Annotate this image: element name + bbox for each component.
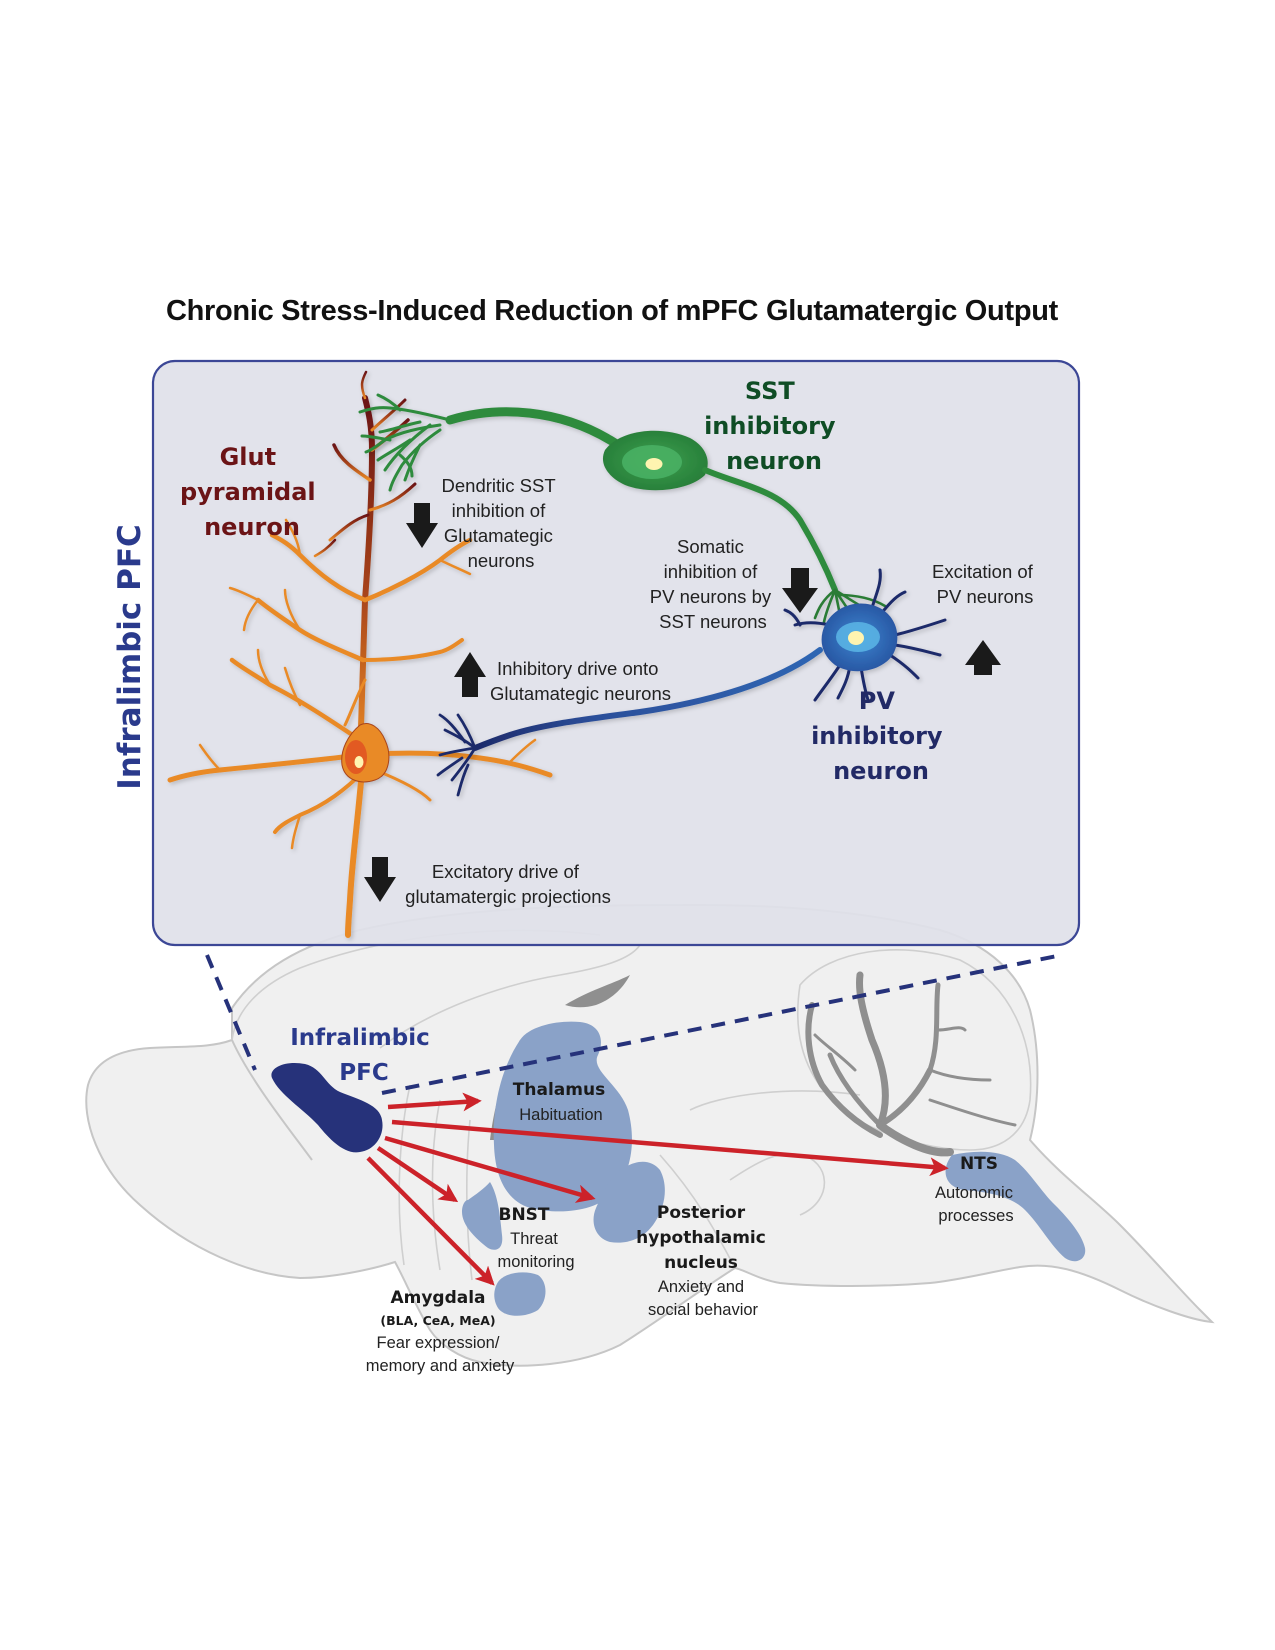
annotation-excitation-pv: Excitation of PV neurons bbox=[932, 561, 1038, 675]
glut-neuron-label: Glut pyramidal neuron bbox=[180, 443, 324, 541]
brain-outline bbox=[85, 903, 1215, 1367]
pv-nucleolus bbox=[848, 631, 864, 645]
projection-to-thalamus bbox=[387, 1092, 482, 1112]
glut-nucleolus bbox=[354, 756, 364, 768]
pv-inhibitory-neuron bbox=[436, 568, 947, 797]
nts-region bbox=[945, 1151, 1086, 1262]
bnst-label: BNST Threat monitoring bbox=[497, 1205, 574, 1271]
amygdala-label: Amygdala (BLA, CeA, MeA) Fear expression… bbox=[366, 1288, 515, 1375]
arrow-up-icon bbox=[454, 652, 486, 697]
svg-text:Excitatory drive of gl: Excitatory drive of glutamatergic projec… bbox=[405, 861, 611, 907]
svg-text:Somatic inhibition of: Somatic inhibition of PV neurons by SST … bbox=[650, 536, 777, 632]
sagittal-brain: Infralimbic PFC Thalamus Habituation NTS… bbox=[85, 903, 1215, 1375]
ilpfc-label: Infralimbic PFC bbox=[290, 1025, 438, 1086]
infralimbic-pfc-region bbox=[271, 1062, 383, 1153]
sst-neuron-label: SST inhibitory neuron bbox=[704, 377, 844, 475]
amygdala-region bbox=[494, 1272, 546, 1316]
projection-to-amygdala bbox=[366, 1156, 495, 1286]
arrow-up-icon bbox=[965, 640, 1001, 675]
annotation-dendritic-sst: Dendritic SST inhibition of Glutamategic… bbox=[406, 475, 561, 571]
projection-to-bnst bbox=[376, 1146, 459, 1203]
svg-text:Excitation of PV neuro: Excitation of PV neurons bbox=[932, 561, 1038, 607]
projection-arrows bbox=[366, 1092, 949, 1286]
panel-background bbox=[151, 359, 1081, 947]
zoom-line-right bbox=[381, 953, 1063, 1095]
pv-neuron-label: PV inhibitory neuron bbox=[811, 687, 951, 785]
arrow-down-icon bbox=[406, 503, 438, 548]
side-label-infralimbic-pfc: Infralimbic PFC bbox=[112, 524, 148, 789]
thalamus-label: Thalamus Habituation bbox=[513, 1080, 609, 1124]
glut-nucleus bbox=[345, 740, 367, 774]
nts-label: NTS Autonomic processes bbox=[935, 1154, 1017, 1225]
sst-nucleolus bbox=[645, 458, 663, 470]
posterior-hypothalamic-region bbox=[593, 1161, 665, 1243]
figure-title: Chronic Stress-Induced Reduction of mPFC… bbox=[166, 295, 1059, 327]
posterior-hypothalamic-label: Posterior hypothalamic nucleus Anxiety a… bbox=[636, 1203, 770, 1319]
arbor-vitae bbox=[805, 971, 1017, 1157]
sst-inhibitory-neuron bbox=[358, 393, 887, 627]
zoom-line-left bbox=[205, 954, 257, 1071]
svg-text:Inhibitory drive onto: Inhibitory drive onto Glutamategic neuro… bbox=[490, 658, 671, 704]
projection-to-nts bbox=[391, 1119, 949, 1177]
annotation-excitatory-drive: Excitatory drive of glutamatergic projec… bbox=[364, 857, 611, 907]
glut-pyramidal-neuron bbox=[167, 370, 553, 938]
ventricle bbox=[565, 975, 630, 1008]
svg-text:Dendritic SST inhibiti: Dendritic SST inhibition of Glutamategic… bbox=[442, 475, 561, 571]
arrow-down-icon bbox=[364, 857, 396, 902]
microcircuit-panel: Glut pyramidal neuron SST inhibitory neu… bbox=[151, 359, 1081, 947]
projection-to-posterior-hypothalamic bbox=[384, 1135, 596, 1203]
thalamus-region bbox=[493, 1021, 632, 1212]
bnst-region bbox=[462, 1182, 503, 1250]
arrow-down-icon bbox=[782, 568, 818, 613]
annotation-somatic-inhibition: Somatic inhibition of PV neurons by SST … bbox=[650, 536, 818, 632]
annotation-inhibitory-drive: Inhibitory drive onto Glutamategic neuro… bbox=[454, 652, 671, 704]
